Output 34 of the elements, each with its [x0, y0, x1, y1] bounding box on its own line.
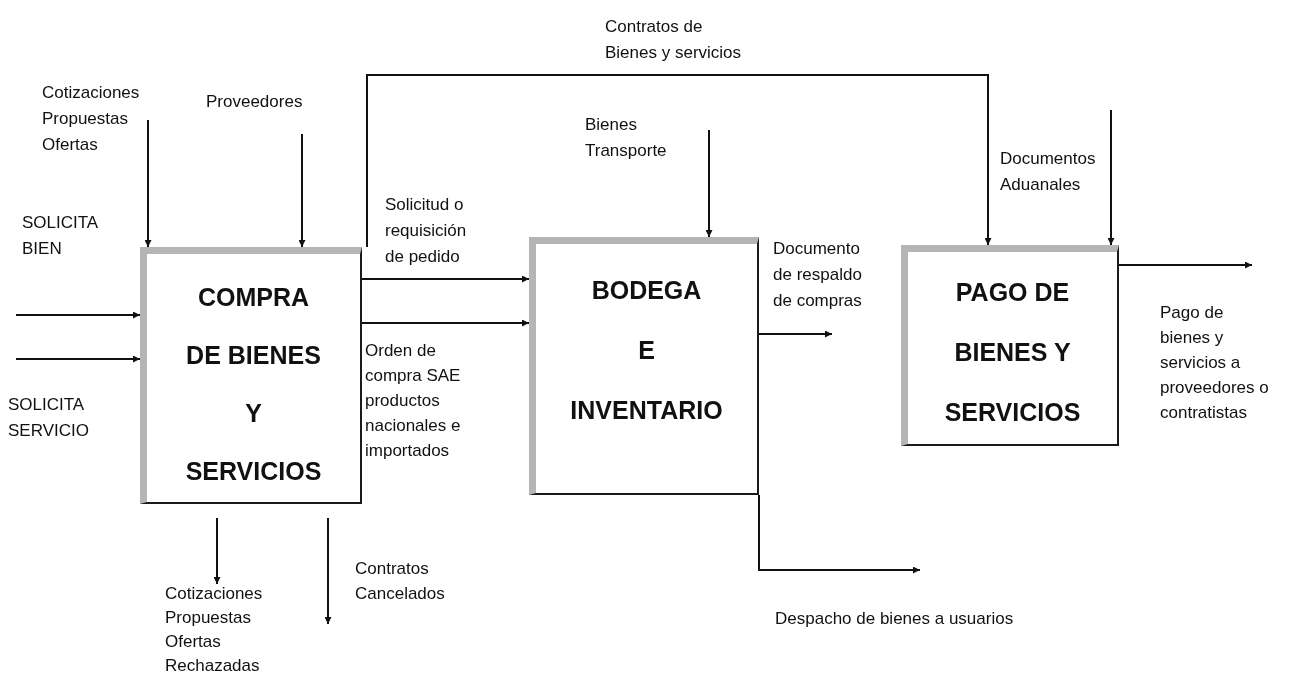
- edge-label: Proveedores: [206, 91, 304, 112]
- arrow: [15, 355, 141, 363]
- edge-label: Documento de respaldo de compras: [773, 238, 863, 312]
- process-box: [140, 247, 362, 504]
- box-title: BODEGA E INVENTARIO: [569, 275, 724, 426]
- edge-label: Contratos de Bienes y servicios: [605, 16, 743, 64]
- arrow: [324, 517, 332, 625]
- arrow: [15, 311, 141, 319]
- edge-label: SOLICITA SERVICIO: [8, 394, 90, 442]
- arrow: [1118, 261, 1253, 269]
- process-box: [901, 245, 1119, 446]
- edge-label: Contratos Cancelados: [355, 558, 446, 605]
- edge-label: Cotizaciones Propuestas Ofertas: [42, 82, 141, 156]
- arrow: [366, 74, 992, 248]
- edge-label: SOLICITA BIEN: [22, 212, 99, 260]
- arrow: [144, 119, 152, 248]
- box-title: COMPRA DE BIENES Y SERVICIOS: [184, 282, 323, 487]
- arrow: [361, 275, 530, 283]
- edge-label: Solicitud o requisición de pedido: [385, 194, 468, 268]
- arrow: [1107, 109, 1115, 246]
- edge-label: Cotizaciones Propuestas Ofertas Rechazadas: [165, 583, 264, 677]
- arrow: [298, 133, 306, 248]
- edge-label: Pago de bienes y servicios a proveedores o contratistas: [1160, 302, 1270, 424]
- box-title: PAGO DE BIENES Y SERVICIOS: [943, 277, 1082, 428]
- arrow: [758, 494, 921, 574]
- edge-label: Orden de compra SAE productos nacionales e importados: [365, 340, 462, 462]
- process-box: [529, 237, 759, 495]
- arrow: [213, 517, 221, 585]
- edge-label: Despacho de bienes a usuarios: [775, 608, 1014, 629]
- edge-label: Bienes Transporte: [585, 114, 668, 162]
- arrow: [705, 129, 713, 238]
- arrow: [361, 319, 530, 327]
- arrow: [758, 330, 833, 338]
- edge-label: Documentos Aduanales: [1000, 148, 1097, 196]
